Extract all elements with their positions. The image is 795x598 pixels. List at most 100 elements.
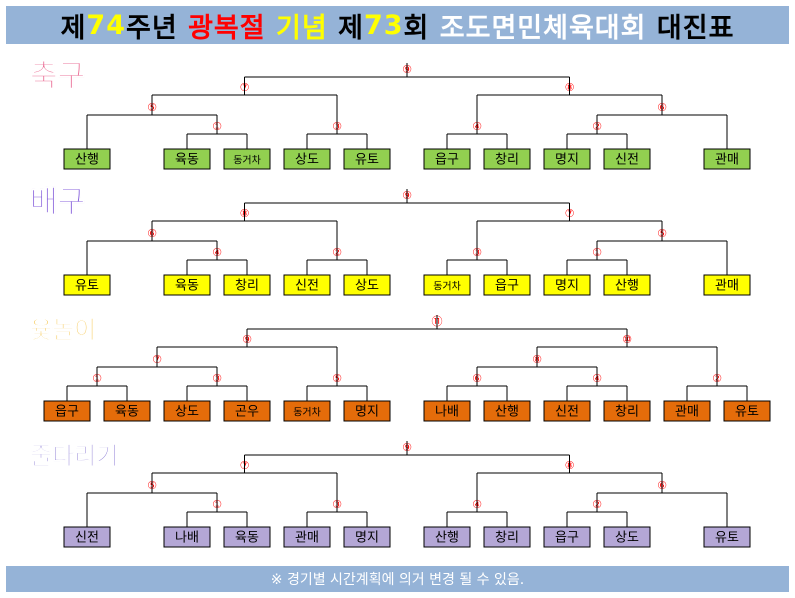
team-name: 상도 (175, 405, 199, 420)
title-segment: 조도면민체육대회 (439, 12, 647, 44)
team-box: 상도 (343, 274, 391, 296)
team-name: 신전 (615, 153, 639, 168)
sport-name: 윷놀이 (30, 316, 96, 344)
title-segment: 주년 (125, 12, 189, 44)
team-box: 유토 (63, 274, 111, 296)
team-name: 명지 (555, 153, 579, 168)
team-box: 창리 (603, 400, 651, 422)
team-name: 동거차 (233, 155, 261, 167)
team-box-bg (603, 148, 651, 170)
team-name: 상도 (355, 279, 379, 294)
team-box: 창리 (483, 526, 531, 548)
title-segment: 광복절 (188, 12, 266, 44)
team-box: 관매 (663, 400, 711, 422)
team-box: 관매 (703, 274, 751, 296)
team-box: 신전 (283, 274, 331, 296)
team-box: 관매 (703, 148, 751, 170)
team-box: 읍구 (43, 400, 91, 422)
title-segment: 73 (363, 9, 404, 41)
footer-note: ※ 경기별 시간계획에 의거 변경 될 수 있음. (6, 566, 789, 592)
team-name: 명지 (555, 279, 579, 294)
team-box: 명지 (343, 526, 391, 548)
team-box: 유토 (723, 400, 771, 422)
team-box: 동거차 (223, 148, 271, 170)
team-box-bg (423, 400, 471, 422)
team-box-bg (483, 400, 531, 422)
team-name: 산행 (615, 278, 639, 294)
team-box-bg (703, 526, 751, 548)
team-box-bg (603, 400, 651, 422)
team-box-bg (543, 274, 591, 296)
team-box-bg (343, 400, 391, 422)
team-name: 산행 (75, 152, 99, 168)
team-box-bg (603, 526, 651, 548)
team-box-bg (423, 274, 471, 296)
team-name: 창리 (615, 405, 639, 420)
team-box: 읍구 (483, 274, 531, 296)
sport-name: 배구 (30, 185, 85, 220)
team-box-bg (663, 400, 711, 422)
team-box-bg (543, 148, 591, 170)
team-box-bg (283, 400, 331, 422)
team-name: 유토 (735, 405, 759, 420)
team-box-bg (723, 400, 771, 422)
team-box-bg (283, 148, 331, 170)
team-name: 육동 (115, 405, 139, 420)
team-name: 신전 (295, 279, 319, 294)
team-box-bg (343, 526, 391, 548)
team-box: 신전 (603, 148, 651, 170)
title-segment: 74 (86, 9, 126, 41)
team-name: 관매 (715, 153, 739, 168)
team-name: 동거차 (433, 281, 461, 293)
team-box: 산행 (423, 526, 471, 548)
team-box-bg (223, 274, 271, 296)
team-name: 읍구 (555, 531, 579, 546)
team-box: 신전 (543, 400, 591, 422)
team-name: 창리 (235, 279, 259, 294)
team-box: 창리 (223, 274, 271, 296)
team-name: 나배 (435, 405, 459, 420)
team-box: 명지 (543, 274, 591, 296)
team-box-bg (703, 274, 751, 296)
team-box: 관매 (283, 526, 331, 548)
title-segment: 대진표 (646, 12, 735, 44)
team-box-bg (483, 526, 531, 548)
team-name: 육동 (175, 153, 199, 168)
team-box: 육동 (223, 526, 271, 548)
team-name: 읍구 (55, 405, 79, 420)
sport-label: 축구 (30, 59, 86, 95)
team-box-bg (703, 148, 751, 170)
team-name: 상도 (295, 153, 319, 168)
team-box-bg (283, 526, 331, 548)
team-box-bg (543, 526, 591, 548)
sport-label: 줄다리기 (30, 442, 119, 471)
team-box: 육동 (163, 148, 211, 170)
team-box: 동거차 (283, 400, 331, 422)
team-box-bg (43, 400, 91, 422)
team-box-bg (543, 400, 591, 422)
team-name: 신전 (555, 405, 579, 420)
team-box: 나배 (423, 400, 471, 422)
sport-name: 줄다리기 (30, 442, 118, 470)
team-name: 관매 (715, 279, 739, 294)
team-box-bg (163, 274, 211, 296)
team-box: 동거차 (423, 274, 471, 296)
team-box: 산행 (603, 274, 651, 296)
team-name: 곤우 (235, 405, 259, 420)
team-box: 나배 (163, 526, 211, 548)
team-name: 육동 (175, 279, 199, 294)
team-box: 명지 (343, 400, 391, 422)
team-name: 명지 (355, 405, 379, 420)
team-name: 산행 (495, 404, 519, 420)
team-name: 유토 (355, 153, 379, 168)
team-name: 동거차 (293, 407, 321, 419)
team-box-bg (223, 148, 271, 170)
team-name: 읍구 (435, 153, 459, 168)
sport-name: 축구 (30, 59, 85, 94)
team-box-bg (483, 148, 531, 170)
team-box: 육동 (103, 400, 151, 422)
